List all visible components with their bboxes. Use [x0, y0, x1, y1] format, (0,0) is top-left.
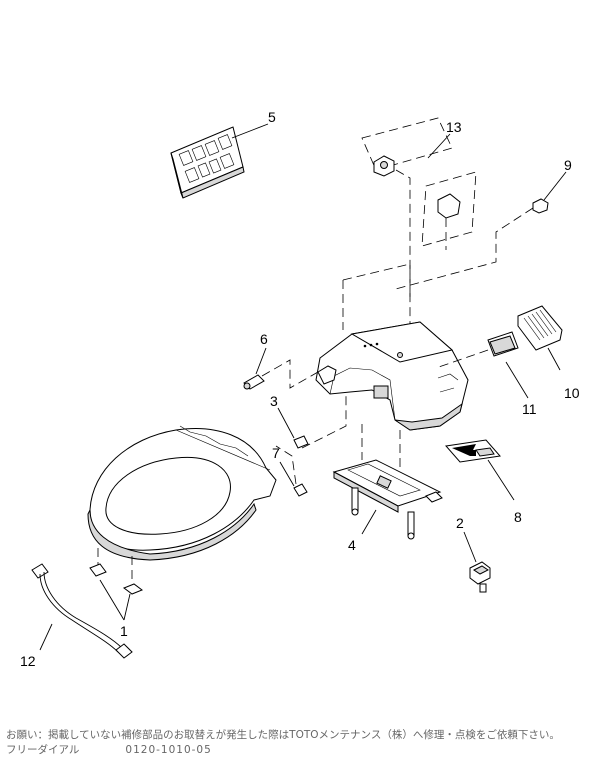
part-remote-control: [170, 126, 245, 199]
part-grille-10: [517, 305, 563, 351]
callout-numbers: 1 2 3 4 5 6 7 8 9 10 11 12 13: [20, 109, 580, 669]
callout-13: 13: [446, 119, 462, 135]
part-fitting-7: [275, 445, 308, 497]
phone-number: 0120-1010-05: [125, 744, 212, 756]
callout-11: 11: [522, 401, 537, 417]
leader-lines: [39, 123, 567, 651]
callout-4: 4: [348, 537, 356, 553]
part-label-8: [445, 439, 501, 463]
callout-10: 10: [564, 385, 580, 401]
part-main-body: [315, 263, 469, 431]
footer-notice: お願い：掲載していない補修部品のお取替えが発生した際はTOTOメンテナンス（株）…: [6, 728, 598, 758]
free-dial-label: フリーダイアル: [6, 744, 80, 756]
part-connector-6: [243, 359, 319, 390]
part-filter-11: [435, 331, 519, 369]
callout-12: 12: [20, 653, 36, 669]
part-valve-2: [469, 561, 491, 593]
part-side-controls: [361, 117, 477, 300]
phone-row: フリーダイアル 0120-1010-05: [6, 743, 598, 758]
part-toilet-seat: [87, 425, 277, 584]
part-fitting-3: [293, 392, 347, 449]
callout-7: 7: [272, 445, 280, 461]
part-bumpers-1: [89, 563, 144, 595]
callout-5: 5: [268, 109, 276, 125]
exploded-parts-diagram: 1 2 3 4 5 6 7 8 9 10 11 12 13: [20, 109, 580, 669]
part-base-plate-4: [332, 424, 443, 540]
part-clip-9: [391, 198, 549, 291]
callout-2: 2: [456, 515, 464, 531]
callout-3: 3: [270, 393, 278, 409]
repair-notice-text: お願い：掲載していない補修部品のお取替えが発生した際はTOTOメンテナンス（株）…: [6, 729, 560, 741]
callout-1: 1: [120, 623, 128, 639]
callout-9: 9: [564, 157, 572, 173]
part-hose-12: [31, 563, 133, 659]
callout-8: 8: [514, 509, 522, 525]
callout-6: 6: [260, 331, 268, 347]
